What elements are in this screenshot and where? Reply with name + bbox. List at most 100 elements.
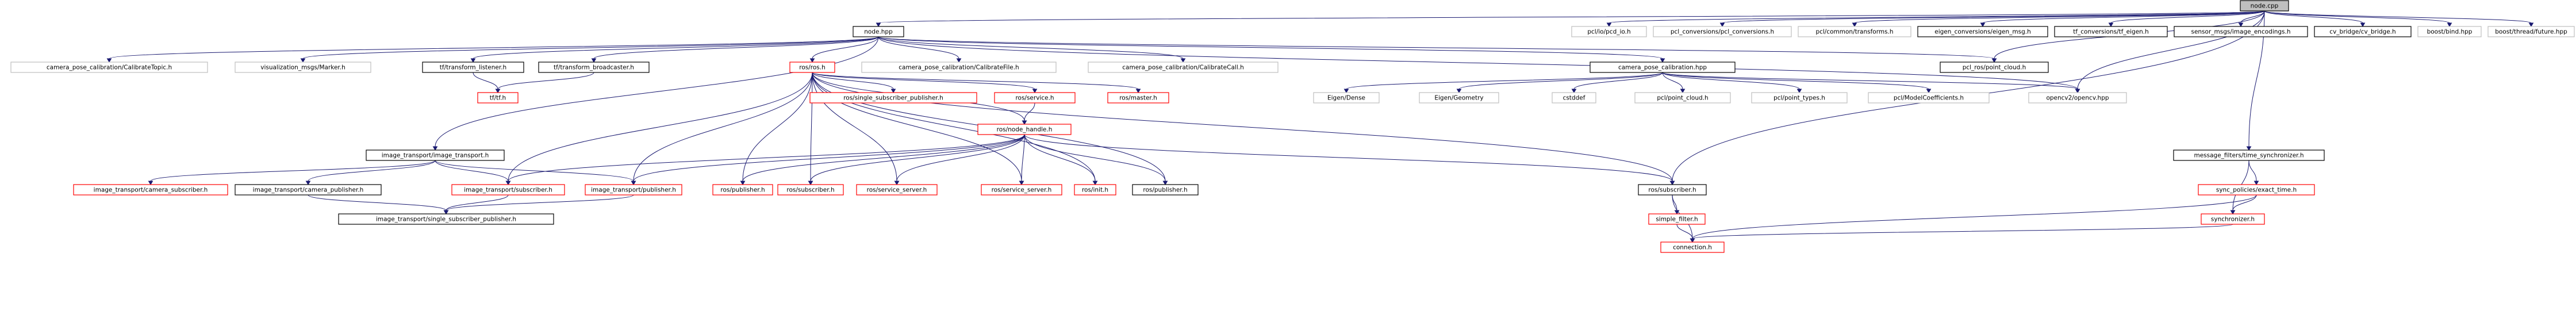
node-box bbox=[856, 184, 938, 195]
node-label: ros/init.h bbox=[1082, 187, 1108, 194]
file-node-ros-publisher-r[interactable]: ros/publisher.h bbox=[712, 184, 773, 195]
include-edge-ros_ros-to-ros_subscriber_b bbox=[812, 72, 1675, 185]
edge-line bbox=[1608, 10, 2265, 24]
node-box bbox=[2240, 0, 2289, 12]
file-node-ros-ros[interactable]: ros/ros.h bbox=[789, 62, 835, 73]
file-node-tf-conv[interactable]: tf_conversions/tf_eigen.h bbox=[2054, 26, 2168, 37]
edge-line bbox=[308, 160, 436, 182]
edge-line bbox=[812, 72, 897, 182]
file-node-ros-master[interactable]: ros/master.h bbox=[1107, 92, 1169, 103]
file-node-sync-policies[interactable]: sync_policies/exact_time.h bbox=[2198, 184, 2315, 195]
file-node-node-hpp[interactable]: node.hpp bbox=[853, 26, 904, 37]
file-node-image-transport[interactable]: image_transport/image_transport.h bbox=[366, 150, 505, 161]
include-edge-ros_ros-to-ros_subscriber_r bbox=[808, 72, 813, 185]
node-box bbox=[235, 62, 371, 73]
include-edge-node_hpp-to-tf_broadcaster bbox=[591, 36, 879, 63]
file-node-pcl-ros-pc[interactable]: pcl_ros/point_cloud.h bbox=[1940, 62, 2049, 73]
node-box bbox=[789, 62, 835, 73]
file-node-calib-call: camera_pose_calibration/CalibrateCall.h bbox=[1088, 62, 1279, 73]
file-node-cv-bridge[interactable]: cv_bridge/cv_bridge.h bbox=[2314, 26, 2412, 37]
edge-line bbox=[508, 134, 1025, 182]
edge-line bbox=[896, 134, 1025, 182]
edge-arrowhead bbox=[2238, 22, 2244, 27]
include-edge-ros_ros-to-ros_service bbox=[812, 72, 1038, 93]
file-node-ros-publisher-b[interactable]: ros/publisher.h bbox=[1132, 184, 1199, 195]
edge-arrowhead bbox=[2230, 210, 2236, 214]
node-label: camera_pose_calibration/CalibrateCall.h bbox=[1122, 64, 1243, 71]
node-layer: node.cpp node.hpp camera_pose_calibration/… bbox=[10, 0, 2575, 253]
file-node-boost-bind: boost/bind.hpp bbox=[2417, 26, 2482, 37]
include-edge-node_hpp-to-ros_ros bbox=[809, 36, 879, 63]
edge-line bbox=[473, 36, 879, 59]
edge-line bbox=[878, 36, 1184, 59]
file-node-tf-listener[interactable]: tf/transform_listener.h bbox=[422, 62, 524, 73]
edge-line bbox=[1458, 72, 1663, 90]
file-node-ros-service-server2[interactable]: ros/service_server.h bbox=[981, 184, 1062, 195]
file-node-it-cam-sub[interactable]: image_transport/camera_subscriber.h bbox=[73, 184, 228, 195]
edge-line bbox=[473, 72, 498, 90]
edge-arrowhead bbox=[956, 58, 962, 63]
file-node-node-cpp[interactable]: node.cpp bbox=[2240, 0, 2289, 12]
include-edge-node_hpp-to-pcl_ros_pc bbox=[878, 36, 1997, 63]
file-node-ros-init[interactable]: ros/init.h bbox=[1074, 184, 1116, 195]
edge-line bbox=[1982, 10, 2265, 24]
edge-line bbox=[1024, 134, 1166, 182]
node-box bbox=[1634, 92, 1731, 103]
edge-arrowhead bbox=[1926, 89, 1932, 93]
file-node-it-pub[interactable]: image_transport/publisher.h bbox=[585, 184, 682, 195]
edge-line bbox=[812, 72, 1035, 90]
file-node-ros-node-handle[interactable]: ros/node_handle.h bbox=[977, 124, 1072, 135]
node-label: node.hpp bbox=[864, 29, 893, 36]
edge-arrowhead bbox=[808, 181, 813, 185]
edge-line bbox=[1662, 72, 2078, 90]
file-node-simple-filter[interactable]: simple_filter.h bbox=[1648, 213, 1706, 225]
file-node-synchronizer[interactable]: synchronizer.h bbox=[2201, 213, 2265, 225]
node-label: eigen_conversions/eigen_msg.h bbox=[1934, 29, 2031, 36]
file-node-connection[interactable]: connection.h bbox=[1660, 241, 1725, 253]
file-node-pcl-model-coeff: pcl/ModelCoefficients.h bbox=[1868, 92, 1990, 103]
edge-line bbox=[1024, 134, 1673, 182]
file-node-ros-single-pub[interactable]: ros/single_subscriber_publisher.h bbox=[809, 92, 977, 103]
file-node-it-sub[interactable]: image_transport/subscriber.h bbox=[451, 184, 565, 195]
node-label: image_transport/subscriber.h bbox=[464, 187, 552, 194]
include-edge-ros_node_handle-to-ros_publisher_r bbox=[740, 134, 1025, 185]
file-node-sensor-enc[interactable]: sensor_msgs/image_encodings.h bbox=[2174, 26, 2308, 37]
node-box bbox=[809, 92, 977, 103]
node-box bbox=[1107, 92, 1169, 103]
node-box bbox=[1868, 92, 1990, 103]
node-label: ros/node_handle.h bbox=[997, 126, 1053, 133]
edge-line bbox=[742, 72, 813, 182]
file-node-ros-subscriber-r[interactable]: ros/subscriber.h bbox=[777, 184, 844, 195]
edge-layer bbox=[106, 10, 2534, 243]
edge-line bbox=[2264, 10, 2532, 24]
node-label: visualization_msgs/Marker.h bbox=[260, 64, 345, 71]
edge-arrowhead bbox=[1606, 22, 1612, 27]
file-node-cam-pose-calib[interactable]: camera_pose_calibration.hpp bbox=[1590, 62, 1736, 73]
edge-arrowhead bbox=[631, 181, 636, 185]
edge-arrowhead bbox=[432, 146, 438, 151]
file-node-pcl-io: pcl/io/pcd_io.h bbox=[1571, 26, 1647, 37]
file-node-tf-broadcaster[interactable]: tf/transform_broadcaster.h bbox=[538, 62, 650, 73]
edge-line bbox=[435, 36, 879, 147]
file-node-ros-service-server[interactable]: ros/service_server.h bbox=[856, 184, 938, 195]
file-node-msg-filters-ts[interactable]: message_filters/time_synchronizer.h bbox=[2173, 150, 2325, 161]
edge-arrowhead bbox=[1032, 89, 1038, 93]
edge-line bbox=[2110, 10, 2265, 24]
edge-line bbox=[878, 36, 959, 59]
file-node-ros-service[interactable]: ros/service.h bbox=[994, 92, 1076, 103]
file-node-it-cam-pub[interactable]: image_transport/camera_publisher.h bbox=[235, 184, 382, 195]
edge-arrowhead bbox=[890, 89, 896, 93]
node-label: pcl/point_cloud.h bbox=[1657, 95, 1708, 102]
edge-line bbox=[1692, 194, 2257, 239]
file-node-eigen-conv[interactable]: eigen_conversions/eigen_msg.h bbox=[1917, 26, 2048, 37]
include-edge-image_transport-to-it_cam_sub bbox=[148, 160, 436, 185]
node-box bbox=[73, 184, 228, 195]
file-node-it-single-pub[interactable]: image_transport/single_subscriber_publis… bbox=[338, 213, 554, 225]
node-box bbox=[2173, 150, 2325, 161]
edge-arrowhead bbox=[1571, 89, 1577, 93]
edge-line bbox=[1854, 10, 2265, 24]
file-node-ros-subscriber-b[interactable]: ros/subscriber.h bbox=[1638, 184, 1707, 195]
file-node-boost-future: boost/thread/future.hpp bbox=[2487, 26, 2575, 37]
include-edge-node_hpp-to-tf_listener bbox=[470, 36, 879, 63]
file-node-tf-tf[interactable]: tf/tf.h bbox=[477, 92, 519, 103]
